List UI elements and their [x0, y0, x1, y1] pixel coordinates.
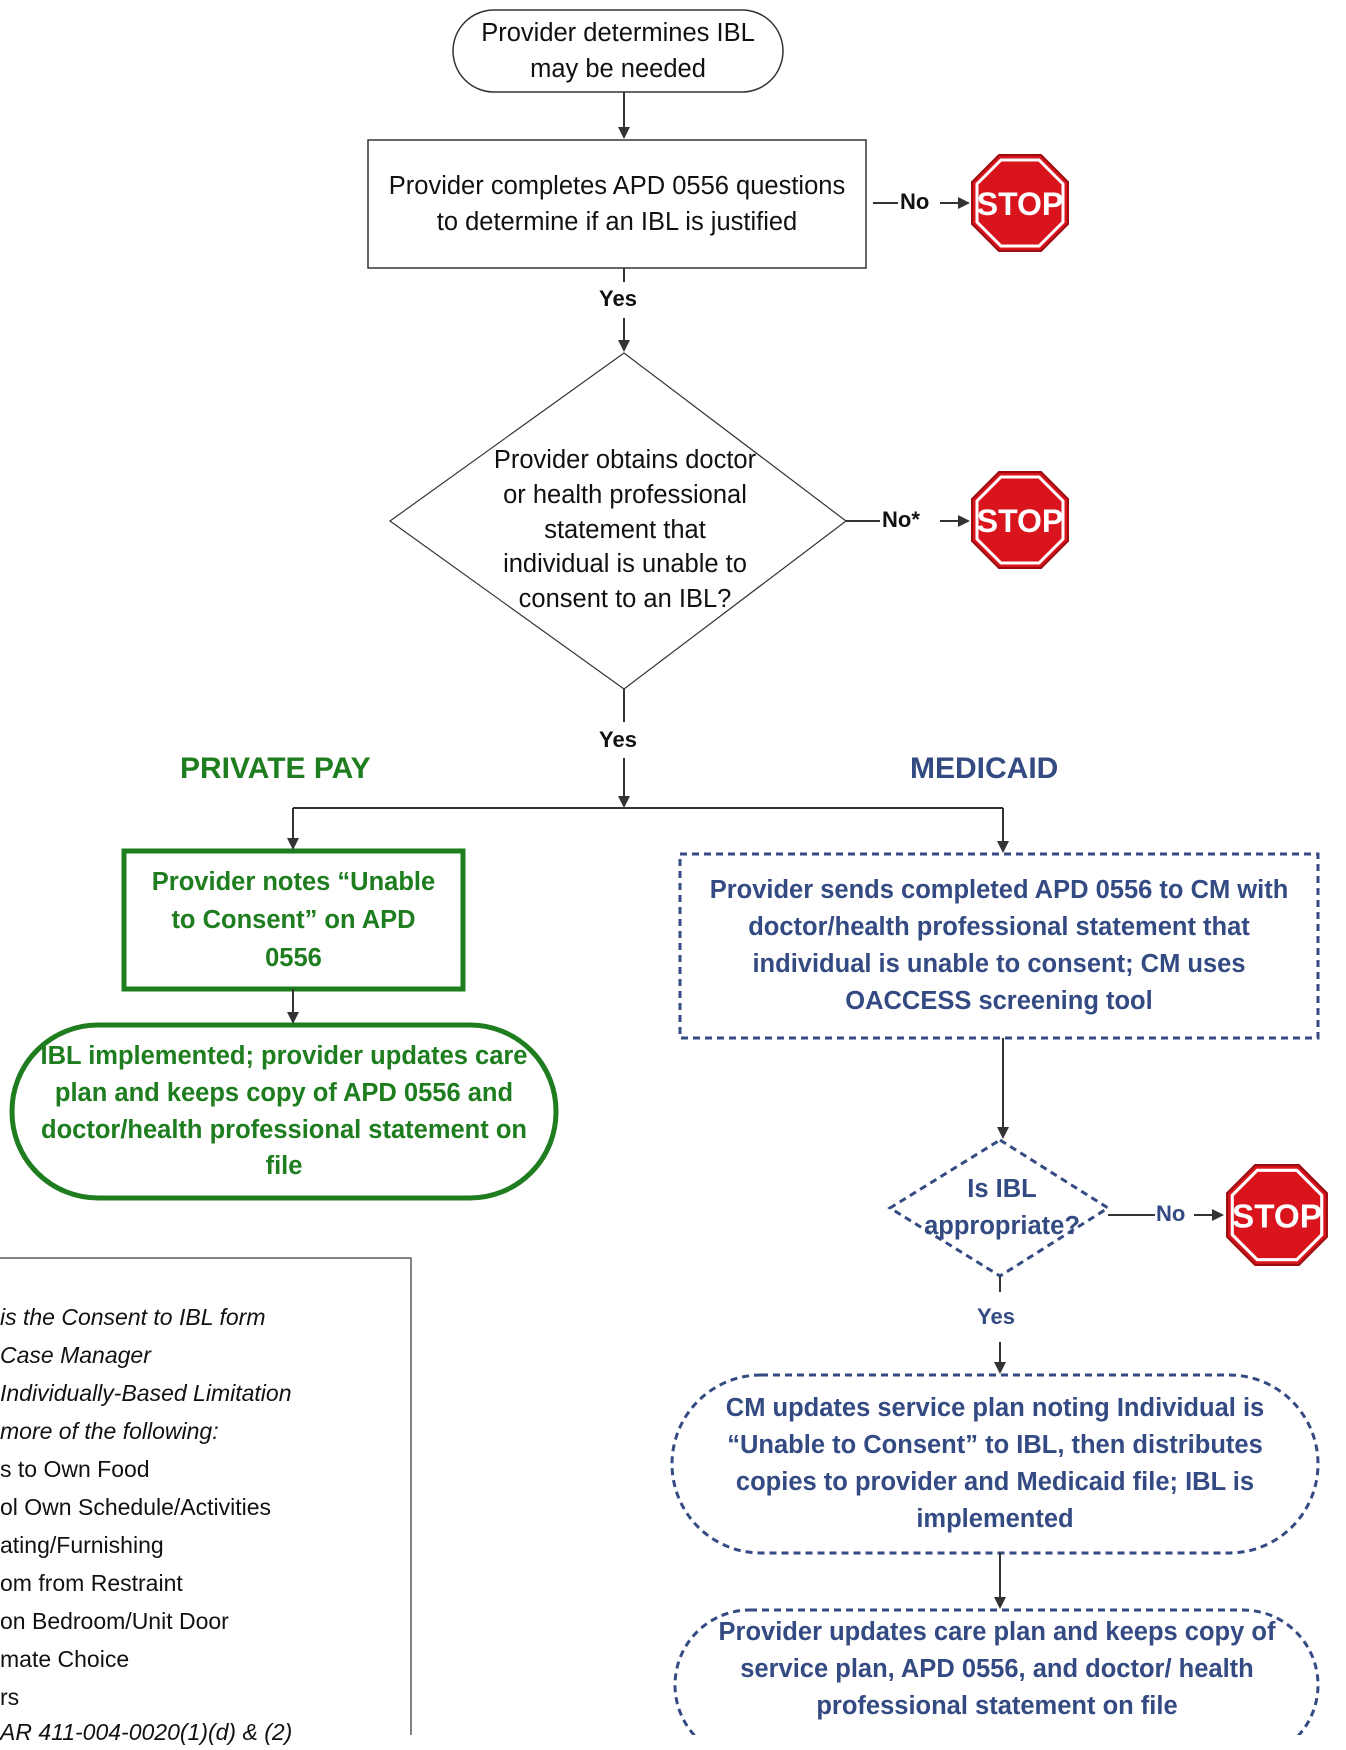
stop-sign-icon: STOP — [971, 154, 1069, 252]
provider-final-text: Provider updates care plan and keeps cop… — [718, 1618, 1276, 1720]
stop-sign-icon: STOP — [1226, 1164, 1328, 1266]
medicaid-send-text: Provider sends completed APD 0556 to CM … — [709, 876, 1289, 1015]
medicaid-send-shape — [678, 852, 1320, 1040]
private-implement-shape — [9, 1022, 559, 1201]
edge-label-no: No* — [882, 507, 920, 532]
stop-sign-icon: STOP — [971, 471, 1069, 569]
stop-sign-label: STOP — [977, 503, 1064, 539]
legend-line: Case Manager — [0, 1342, 151, 1368]
private-pay-header: PRIVATE PAY — [180, 752, 371, 785]
edge-label-no: No — [1156, 1201, 1186, 1226]
legend-line: more of the following: — [0, 1418, 219, 1444]
legend-line: Individually-Based Limitation — [0, 1380, 292, 1406]
edge-label-no: No — [900, 189, 930, 214]
process-box-shape — [367, 139, 867, 269]
private-implement-node: IBL implemented; provider updates care p… — [40, 1030, 528, 1193]
provider-final-node: Provider updates care plan and keeps cop… — [688, 1614, 1306, 1734]
legend-line: om from Restraint — [0, 1570, 183, 1596]
edge-label-yes: Yes — [599, 727, 637, 752]
stop-sign-label: STOP — [977, 186, 1064, 222]
start-node-text: Provider determines IBL may be needed — [481, 18, 755, 83]
cm-update-shape — [670, 1373, 1320, 1555]
decision-node: Provider obtains doctor or health profes… — [490, 398, 760, 662]
edge-label-yes: Yes — [599, 286, 637, 311]
legend-line: rs — [0, 1684, 20, 1710]
legend-line: is the Consent to IBL form — [0, 1304, 266, 1330]
stop-sign-label: STOP — [1232, 1198, 1322, 1235]
legend-line: ol Own Schedule/Activities — [0, 1494, 272, 1520]
legend-line: AR 411-004-0020(1)(d) & (2) — [0, 1719, 293, 1745]
medicaid-decision-node: Is IBL appropriate? — [912, 1162, 1092, 1254]
legend-line: on Bedroom/Unit Door — [0, 1608, 229, 1634]
legend-box-shape — [0, 1257, 412, 1735]
medicaid-send-node: Provider sends completed APD 0556 to CM … — [688, 858, 1310, 1034]
process-node: Provider completes APD 0556 questions to… — [376, 142, 858, 266]
medicaid-header: MEDICAID — [910, 752, 1059, 785]
legend-line: mate Choice — [0, 1646, 130, 1672]
legend-line: ating/Furnishing — [0, 1532, 164, 1558]
cm-update-node: CM updates service plan noting Individua… — [700, 1380, 1290, 1548]
legend-line: s to Own Food — [0, 1456, 150, 1482]
provider-final-shape — [673, 1608, 1320, 1735]
private-implement-text: IBL implemented; provider updates care p… — [40, 1041, 528, 1181]
cm-update-text: CM updates service plan noting Individua… — [725, 1394, 1265, 1533]
start-node: Provider determines IBL may be needed — [470, 12, 766, 90]
decision-node-text: Provider obtains doctor or health profes… — [493, 446, 757, 613]
private-note-node: Provider notes “Unable to Consent” on AP… — [140, 855, 447, 985]
private-note-text: Provider notes “Unable to Consent” on AP… — [151, 867, 436, 973]
medicaid-decision-text: Is IBL appropriate? — [924, 1175, 1080, 1240]
edge-label-yes: Yes — [977, 1304, 1015, 1329]
start-terminal-shape — [452, 9, 784, 93]
process-node-text: Provider completes APD 0556 questions to… — [388, 171, 846, 236]
